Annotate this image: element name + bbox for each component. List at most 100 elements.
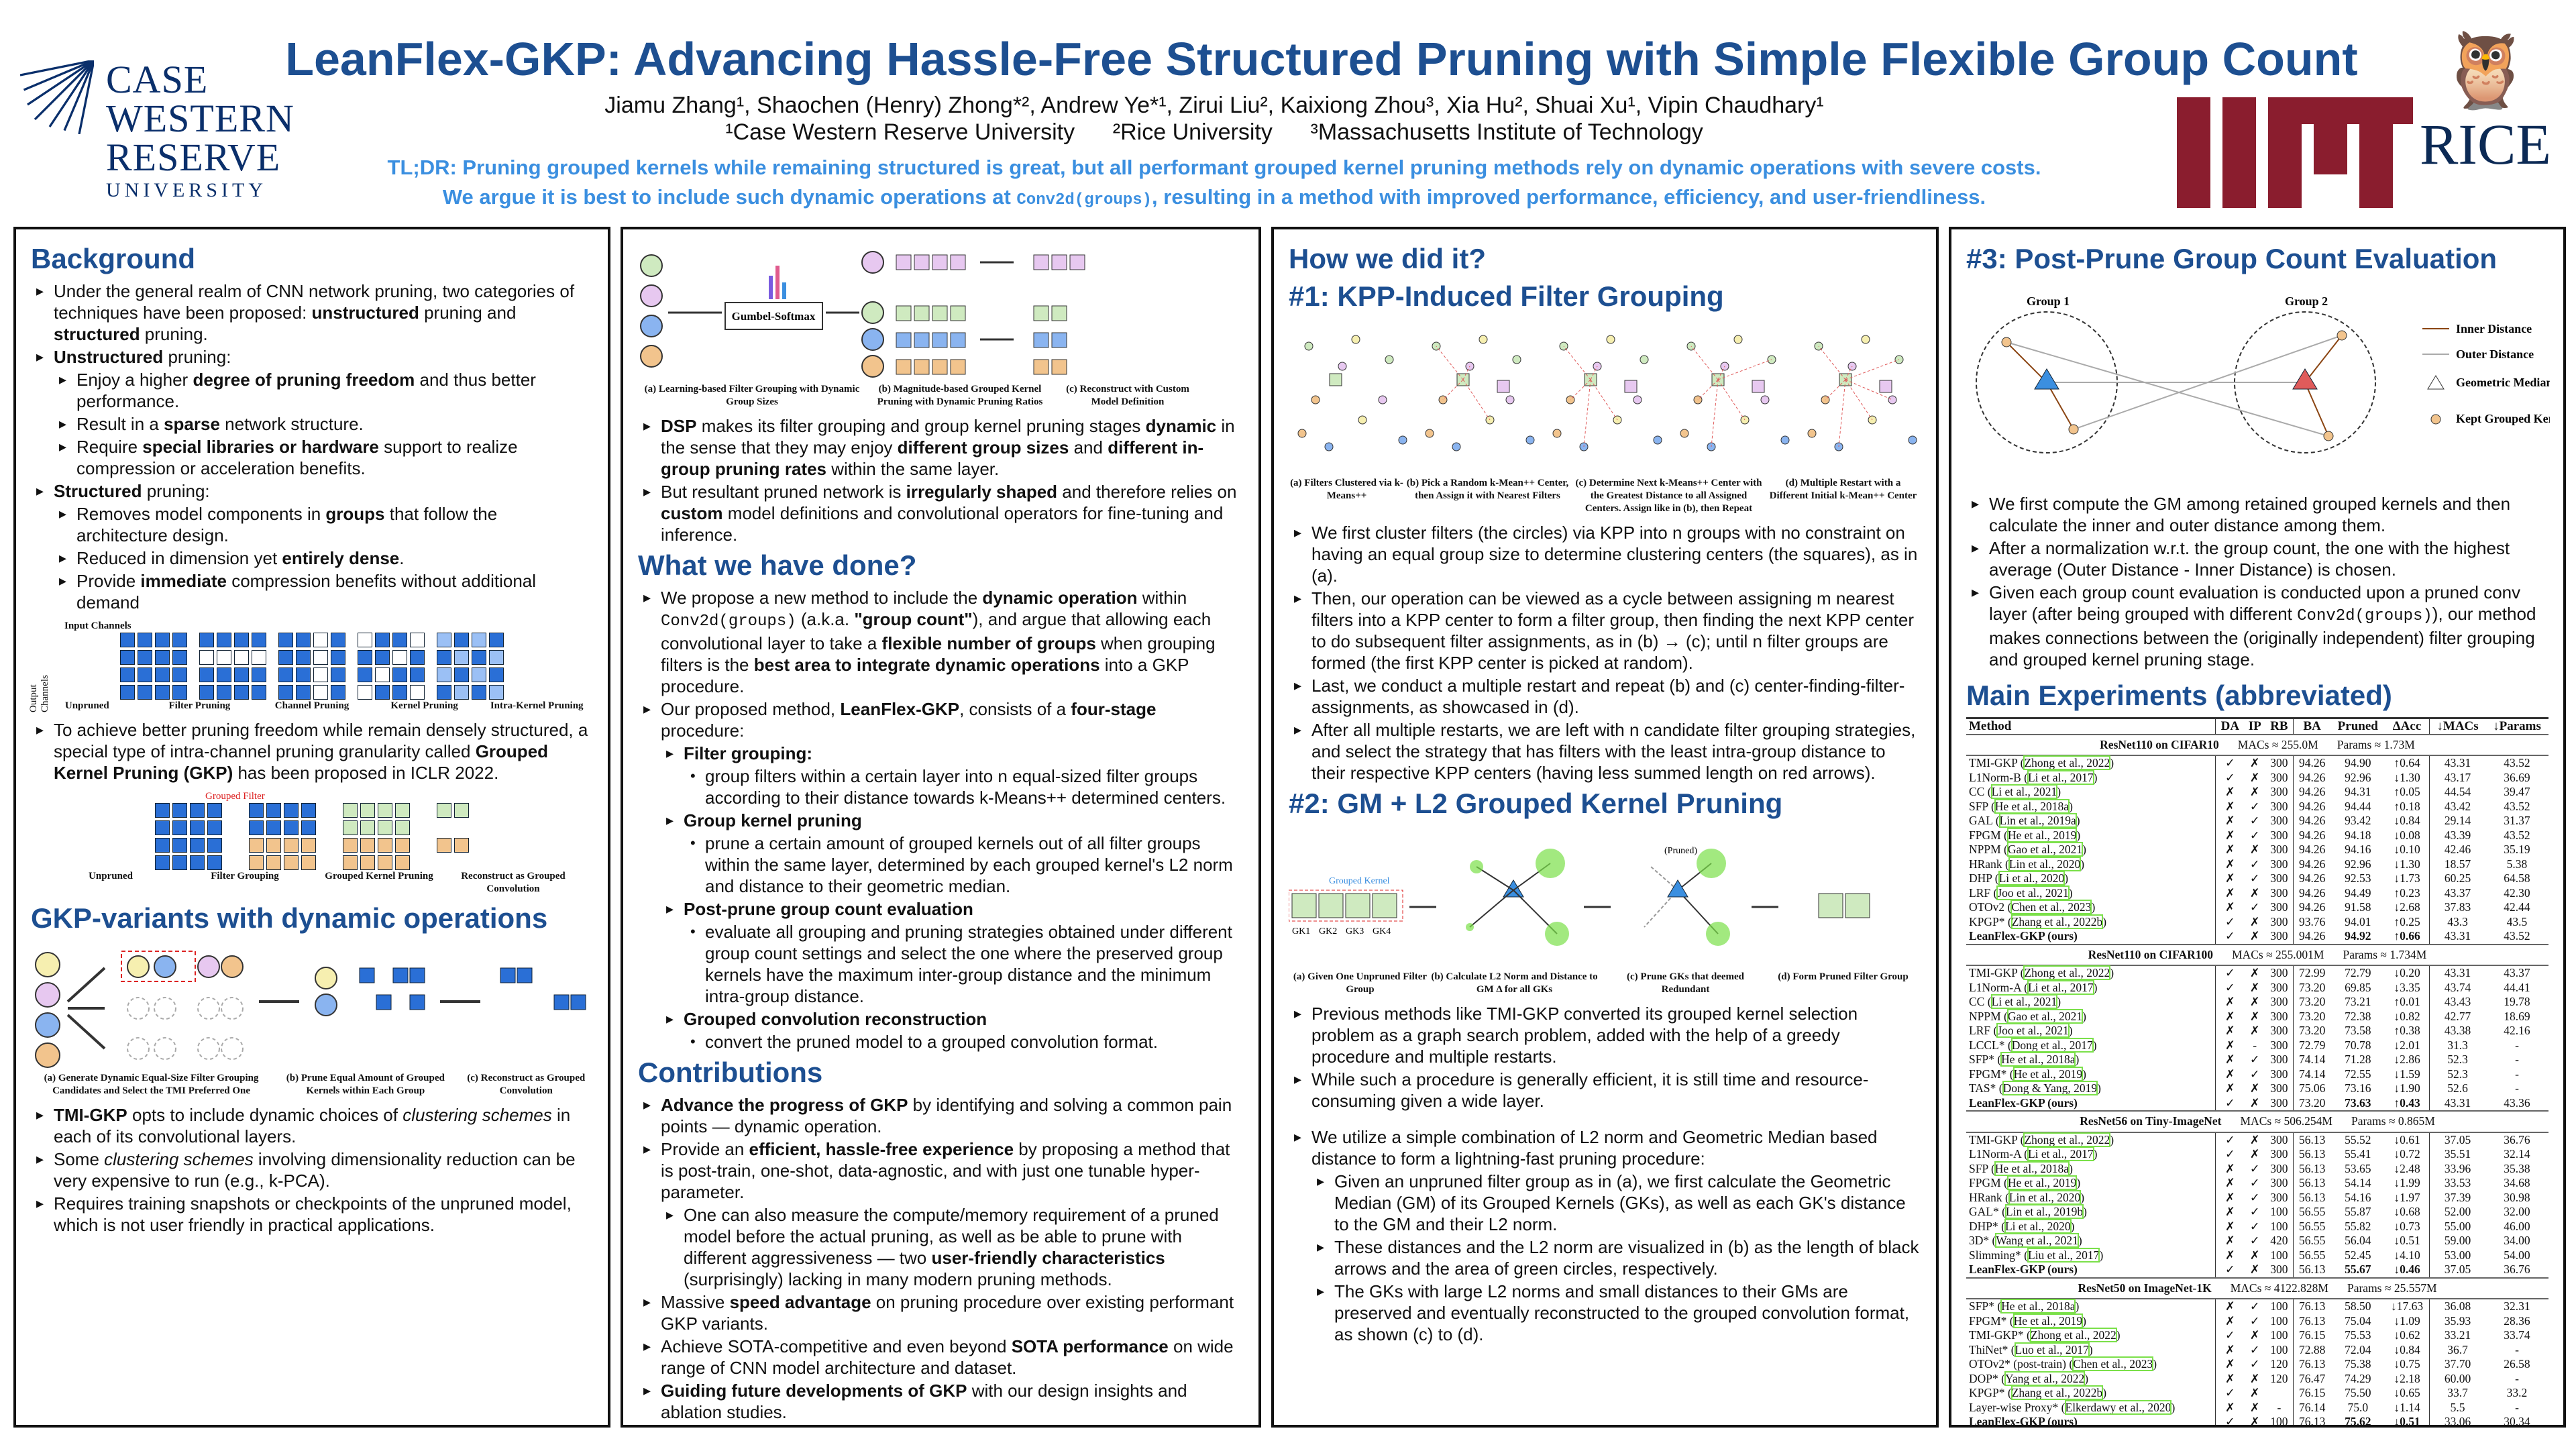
citation-link[interactable]: Dong & Yang, 2019 [2002,1081,2098,1095]
value-cell: 43.39 [2429,828,2485,843]
value-cell: ✗ [2215,1234,2245,1248]
citation-link[interactable]: Lin et al., 2020 [2008,856,2082,871]
value-cell: 100 [2270,1299,2288,1313]
bullet-item: Guiding future developments of GKP with … [638,1380,1244,1423]
value-cell: 76.14 [2292,1400,2331,1415]
citation-link[interactable]: Li et al., 2021 [1990,784,2058,799]
citation-link[interactable]: Li et al., 2017 [2027,769,2094,785]
filter-point [1552,429,1562,438]
value-cell: ↓3.35 [2394,980,2420,994]
value-cell: ✓ [2249,1313,2260,1328]
tldr-line-2-end: , resulting in a method with improved pe… [1152,185,1986,209]
grouped-filter-tag: Grouped Filter [205,791,265,802]
value-cell: 42.44 [2504,900,2530,914]
citation-link[interactable]: Zhong et al., 2022 [2023,1132,2111,1147]
citation-link[interactable]: He et al., 2019 [2012,1066,2084,1081]
citation-link[interactable]: He et al., 2018a [2000,1052,2076,1067]
citation-link[interactable]: Liu et al., 2017 [2027,1247,2100,1263]
gk-label: GK2 [1319,926,1337,936]
citation-link[interactable]: Chen et al., 2023 [2072,1356,2154,1371]
citation-link[interactable]: He et al., 2019 [2012,1313,2084,1328]
value-cell: 300 [2270,1067,2288,1081]
citation-link[interactable]: Wang et al., 2021 [1995,1233,2079,1248]
kernel-grid [437,803,469,870]
value-cell: 55.82 [2345,1219,2371,1233]
value-cell: ✓ [2215,1415,2245,1425]
kernel-grid [343,803,410,870]
citation-link[interactable]: Joo et al., 2021 [1996,1023,2070,1038]
kpp-center [1752,380,1765,393]
citation-link[interactable]: Luo et al., 2017 [2014,1342,2090,1357]
value-cell: 74.14 [2292,1067,2331,1081]
citation-link[interactable]: Zhong et al., 2022 [2023,755,2111,770]
citation-link[interactable]: Zhang et al., 2022b [2010,914,2104,929]
citation-link[interactable]: He et al., 2018a [2000,1299,2076,1313]
value-cell: ✗ [2249,1009,2260,1023]
citation-link[interactable]: Li et al., 2017 [2027,979,2094,995]
value-cell: ↓0.84 [2394,1342,2420,1356]
citation-link[interactable]: Gao et al., 2021 [2006,1008,2084,1024]
citation-link[interactable]: Lin et al., 2019b [2004,1204,2084,1219]
section-title-how: How we did it? [1289,243,1486,274]
citation-link[interactable]: Li et al., 2020 [1998,871,2065,885]
value-cell: 300 [2270,1024,2288,1037]
section-label: ResNet110 on CIFAR100 [2088,947,2214,961]
citation-link[interactable]: Dong et al., 2017 [2010,1037,2094,1053]
legend-inner-distance: Inner Distance [2456,322,2532,335]
citation-link[interactable]: He et al., 2019 [2006,827,2078,843]
value-cell: 33.7 [2429,1386,2485,1401]
citation-link[interactable]: He et al., 2019 [2006,1175,2078,1190]
citation-link[interactable]: Li et al., 2021 [1990,994,2058,1009]
value-cell: 43.37 [2429,885,2485,900]
citation-link[interactable]: Gao et al., 2021 [2006,842,2084,857]
citation-link[interactable]: He et al., 2018a [1994,798,2070,814]
citation-link[interactable]: Li et al., 2020 [2004,1218,2072,1234]
kernel-grid [199,633,266,700]
value-cell: ✗ [2215,1342,2245,1357]
value-cell: ↓0.51 [2394,1415,2420,1428]
value-cell: 55.52 [2345,1132,2371,1146]
value-cell: 420 [2270,1234,2288,1247]
citation-link[interactable]: Li et al., 2017 [2027,1146,2094,1161]
citation-link[interactable]: Zhong et al., 2022 [2023,965,2111,980]
value-cell: 94.49 [2345,885,2371,900]
bullet-item: Then, our operation can be viewed as a c… [1289,588,1921,674]
value-cell: 43.52 [2504,929,2530,943]
value-cell: 52.45 [2345,1248,2371,1262]
method-cell: SFP (He et al., 2018a) [1969,1161,2073,1176]
assignment-arrow [1690,345,1719,380]
section-label: ResNet110 on CIFAR10 [2100,737,2219,751]
citation-link[interactable]: Zhang et al., 2022b [2010,1385,2104,1400]
method-cell: TAS* (Dong & Yang, 2019) [1969,1081,2101,1095]
value-cell: 37.39 [2429,1190,2485,1205]
filter-point [1780,435,1790,445]
figure-caption: (a) Filters Clustered via k-Means++ [1290,478,1403,501]
citation-link[interactable]: Zhong et al., 2022 [2029,1328,2117,1342]
citation-link[interactable]: Lin et al., 2020 [2008,1189,2082,1205]
value-cell: 5.5 [2429,1400,2485,1415]
value-cell: 300 [2270,843,2288,856]
citation-link[interactable]: Joo et al., 2021 [1996,885,2070,900]
figure-caption: (d) Multiple Restart with a Different In… [1769,478,1917,501]
owl-icon: 🦉 [2439,29,2532,111]
bullet-item: Post-prune group count evaluation [638,898,1244,920]
bullet-item: We propose a new method to include the d… [638,587,1244,697]
value-cell: ↓1.99 [2394,1176,2420,1189]
citation-link[interactable]: Chen et al., 2023 [2010,900,2092,914]
value-cell: ✗ [2249,966,2260,979]
citation-link[interactable]: Yang et al., 2022 [2004,1371,2086,1386]
citation-link[interactable]: Lin et al., 2019a [1998,813,2077,828]
bullet-item: While such a procedure is generally effi… [1289,1069,1921,1112]
value-cell: - [2277,1400,2282,1414]
citation-link[interactable]: He et al., 2018a [1994,1161,2070,1176]
method-cell: SFP* (He et al., 2018a) [1969,1052,2080,1067]
citation-link[interactable]: Elkerdawy et al., 2020 [2064,1399,2172,1415]
